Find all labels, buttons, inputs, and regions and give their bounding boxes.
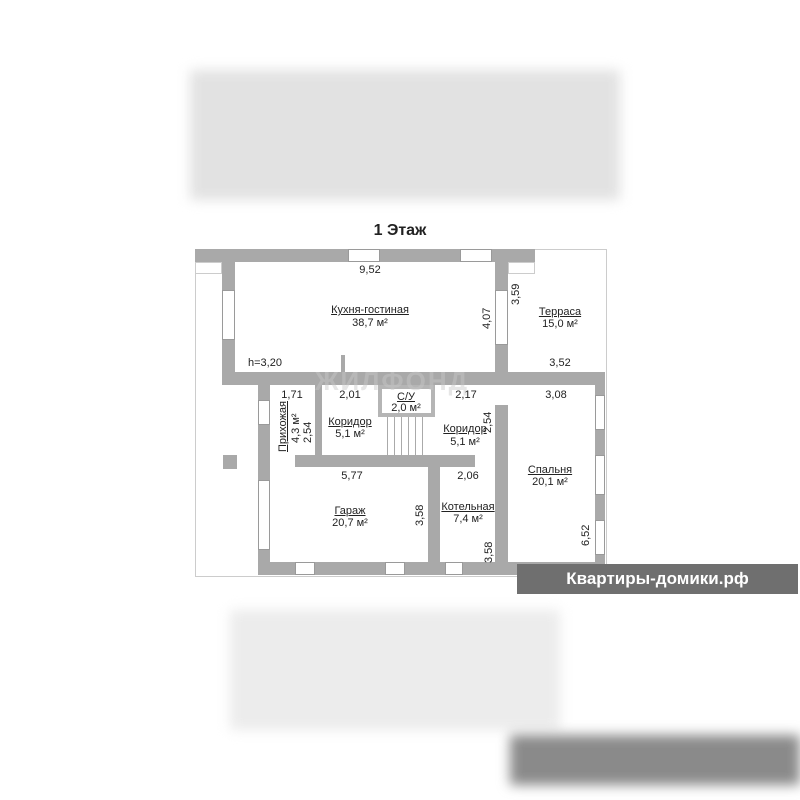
chimney xyxy=(223,455,237,469)
dim-kitchen-depth: 4,07 xyxy=(481,307,493,329)
dim-bedroom-depth: 6,52 xyxy=(580,524,592,546)
dim-corridor1-width: 2,01 xyxy=(339,389,361,401)
room-area-hall: 4,3 м² xyxy=(290,413,302,443)
wall xyxy=(295,455,475,467)
terrace-corner xyxy=(508,262,535,274)
window xyxy=(222,290,235,340)
room-area-bathroom: 2,0 м² xyxy=(391,402,421,414)
room-area-terrace: 15,0 м² xyxy=(542,318,578,330)
wall xyxy=(341,355,345,372)
room-name-corridor2: Коридор xyxy=(443,423,487,435)
blurred-top-content xyxy=(190,70,620,200)
wall xyxy=(222,372,605,385)
dim-corridor2-depth: 2,54 xyxy=(482,411,494,433)
window xyxy=(258,400,270,425)
window xyxy=(495,290,508,345)
room-name-terrace: Терраса xyxy=(538,306,582,318)
dim-kitchen-width: 9,52 xyxy=(359,264,381,276)
terrace-corner xyxy=(195,262,222,274)
room-name-bedroom: Спальня xyxy=(527,464,573,476)
dim-bedroom-width: 3,08 xyxy=(545,389,567,401)
room-area-kitchen: 38,7 м² xyxy=(352,317,388,329)
dim-garage-depth: 3,58 xyxy=(414,504,426,526)
ceiling-height: h=3,20 xyxy=(248,357,282,369)
window xyxy=(595,395,605,430)
room-area-bedroom: 20,1 м² xyxy=(532,476,568,488)
room-name-kitchen: Кухня-гостиная xyxy=(331,304,409,316)
room-area-garage: 20,7 м² xyxy=(332,517,368,529)
dim-garage-width: 5,77 xyxy=(341,470,363,482)
blurred-bottom-bar xyxy=(510,735,800,785)
room-area-corridor2: 5,1 м² xyxy=(450,436,480,448)
dim-hall-depth: 2,54 xyxy=(302,421,314,443)
wall xyxy=(315,385,322,455)
blurred-bottom-content xyxy=(230,610,560,730)
site-logo: Квартиры-домики.рф xyxy=(517,564,798,594)
room-name-hall: Прихожая xyxy=(277,401,289,452)
window xyxy=(445,562,463,575)
dim-boiler-depth: 3,58 xyxy=(483,541,495,563)
window xyxy=(385,562,405,575)
room-name-corridor1: Коридор xyxy=(328,416,372,428)
room-area-corridor1: 5,1 м² xyxy=(335,428,365,440)
room-name-boiler: Котельная xyxy=(441,501,495,513)
window xyxy=(295,562,315,575)
room-name-garage: Гараж xyxy=(334,505,366,517)
room-area-boiler: 7,4 м² xyxy=(453,513,483,525)
dim-boiler-width: 2,06 xyxy=(457,470,479,482)
bathroom-interior xyxy=(382,389,431,413)
wall xyxy=(495,405,508,575)
watermark: ЖИЛФОНД xyxy=(315,366,470,396)
window xyxy=(595,455,605,495)
window xyxy=(595,520,605,555)
staircase xyxy=(381,417,427,455)
floor-title: 1 Этаж xyxy=(373,222,427,239)
wall xyxy=(428,455,440,575)
window xyxy=(348,249,380,262)
dim-terrace-depth: 3,59 xyxy=(510,283,522,305)
window xyxy=(460,249,492,262)
dim-corridor2-width: 2,17 xyxy=(455,389,477,401)
room-name-bathroom: С/У xyxy=(397,391,415,403)
dim-hall-width: 1,71 xyxy=(281,389,303,401)
window xyxy=(258,480,270,550)
dim-terrace-width: 3,52 xyxy=(549,357,571,369)
